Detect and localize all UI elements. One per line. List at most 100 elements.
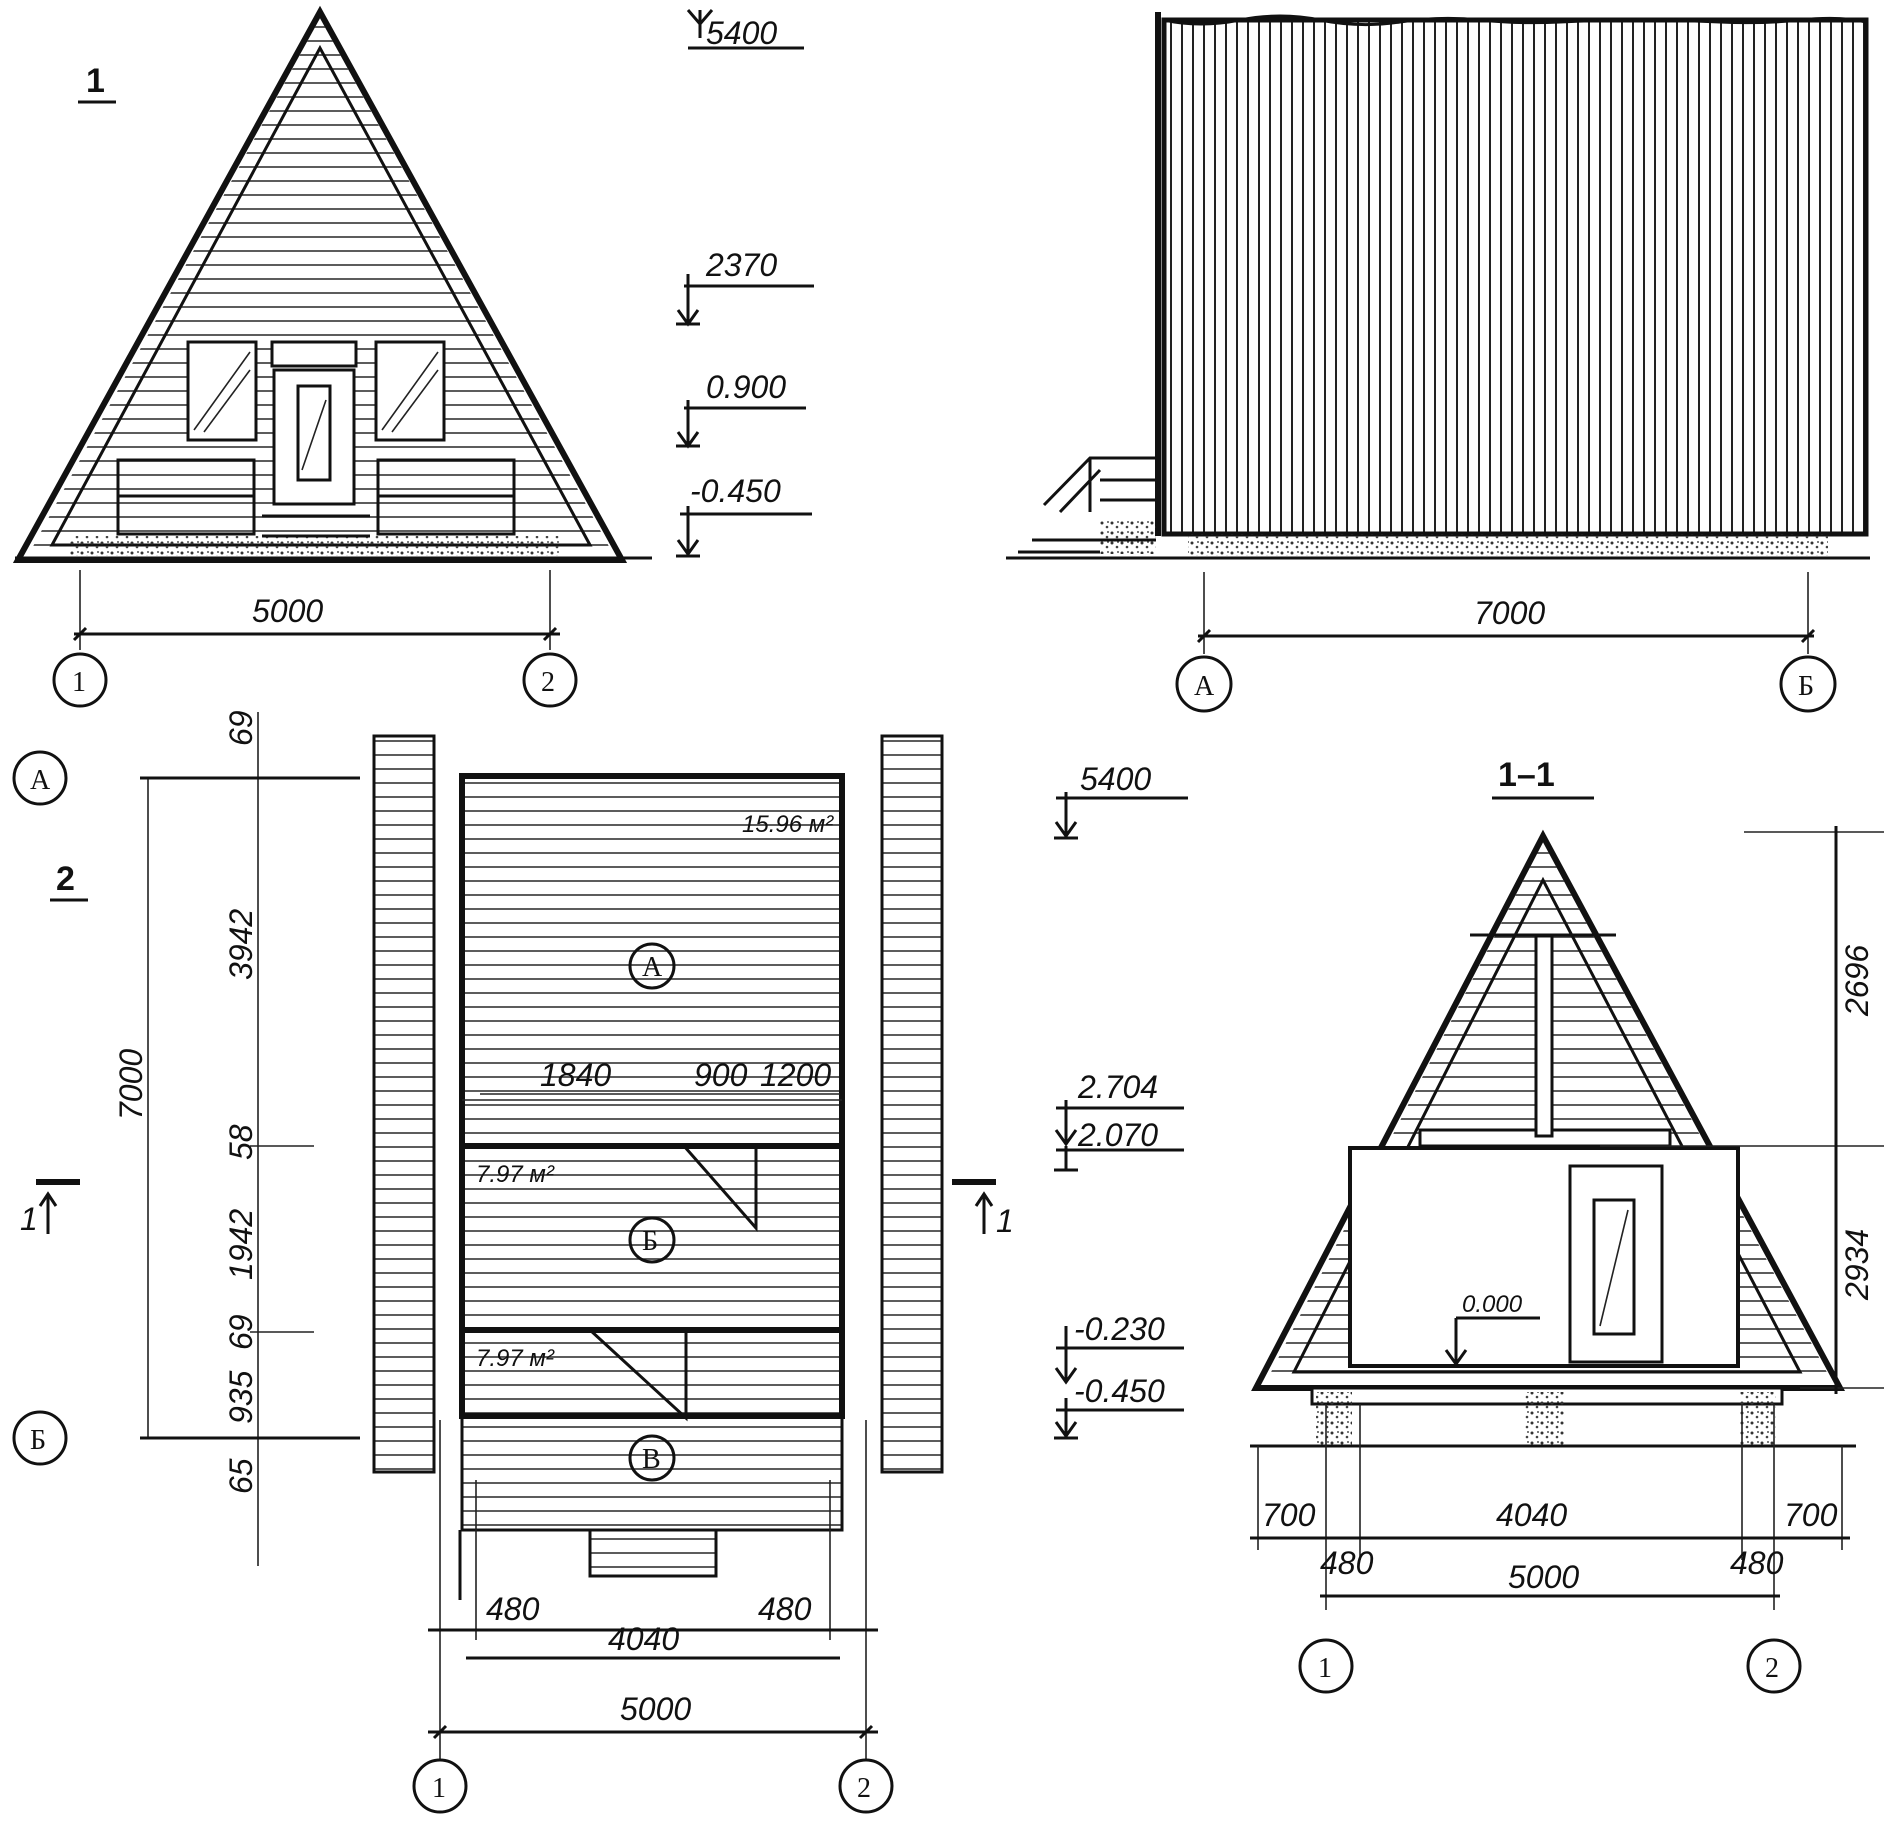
area-label-c: 7.97 м² [476,1345,555,1372]
svg-text:А: А [642,952,663,983]
section-pier-right [1740,1392,1776,1446]
plan-title: 2 [56,860,75,898]
section-bottom-dims: 700 4040 700 480 5000 480 [1250,1404,1850,1610]
svg-text:4040: 4040 [1496,1497,1567,1533]
side-roof-surface [1161,17,1869,537]
front-transom [270,340,358,368]
side-facade-view: 7000 А Б [1006,12,1870,713]
interior-dim-1200: 1200 [760,1057,831,1093]
section-title: 1–1 [1498,756,1555,794]
section-roof-inner [1291,876,1803,1374]
svg-text:4040: 4040 [608,1621,679,1657]
svg-text:5400: 5400 [1080,761,1151,797]
level-mark-5400: 5400 [686,9,804,51]
section-level-0000: 0.000 [1462,1291,1523,1318]
axis-marker-1: 1 [52,652,108,708]
front-roof-outline [12,5,628,563]
svg-text:5400: 5400 [706,15,777,51]
svg-text:2.704: 2.704 [1077,1069,1158,1105]
svg-text:65: 65 [223,1458,259,1494]
svg-text:1: 1 [72,667,86,698]
axis-marker-2-plan: 2 [838,1758,894,1814]
interior-dim-1840: 1840 [540,1057,611,1093]
svg-text:В: В [642,1444,661,1475]
svg-text:А: А [30,765,51,796]
facade-title: 1 [86,62,105,100]
interior-dim-900: 900 [694,1057,748,1093]
svg-text:1: 1 [20,1201,38,1237]
section-room-interior [1348,1146,1740,1368]
svg-text:5000: 5000 [1508,1559,1579,1595]
svg-text:-0.450: -0.450 [1074,1373,1165,1409]
svg-text:700: 700 [1262,1497,1316,1533]
front-plinth [70,536,560,556]
svg-text:Б: Б [642,1226,658,1257]
svg-text:2: 2 [541,667,555,698]
svg-text:69: 69 [223,710,259,746]
section-level-2704: 2.704 [1054,1069,1184,1147]
level-mark-minus0450: -0.450 [676,473,812,558]
room-marker-B: Б [628,1216,676,1264]
section-mark-left: 1 [20,1179,80,1237]
svg-text:3942: 3942 [223,909,259,980]
svg-text:700: 700 [1784,1497,1838,1533]
plan-roof-right [880,734,944,1474]
svg-text:Б: Б [30,1425,46,1456]
svg-text:Б: Б [1798,671,1814,702]
facade-width-dimension: 5000 [72,570,560,650]
plan-floor [459,773,845,1419]
section-level-5400: 5400 [1054,761,1188,840]
room-marker-V: В [628,1434,676,1482]
section-pier-left [1316,1392,1352,1446]
svg-text:2: 2 [1765,1653,1779,1684]
axis-marker-B-plan: Б [12,1410,68,1466]
axis-marker-A-plan: А [12,750,68,806]
plan-bottom-dims: 480 4040 480 5000 [428,1420,878,1760]
svg-text:1: 1 [432,1773,446,1804]
svg-text:5000: 5000 [620,1691,691,1727]
plan-door-swing-2 [588,1328,688,1422]
svg-text:1: 1 [1318,1653,1332,1684]
svg-text:935: 935 [223,1370,259,1424]
area-label-a: 15.96 м² [742,811,834,838]
svg-text:480: 480 [1730,1545,1784,1581]
svg-text:1: 1 [996,1203,1014,1239]
svg-text:480: 480 [758,1591,812,1627]
section-mark-right: 1 [952,1179,1014,1239]
section-right-dims: 2696 2934 [1600,826,1884,1394]
svg-text:2: 2 [857,1773,871,1804]
section-attic-post [1534,934,1554,1138]
svg-text:58: 58 [223,1124,259,1160]
section-level-2070: 2.070 [1054,1117,1184,1172]
plan-steps [588,1528,718,1578]
svg-text:480: 480 [1320,1545,1374,1581]
axis-marker-1-plan: 1 [412,1758,468,1814]
svg-text:480: 480 [486,1591,540,1627]
axis-marker-2-section: 2 [1746,1638,1802,1694]
axis-marker-A-side: А [1175,655,1233,713]
side-length-dimension: 7000 [1196,572,1816,654]
axis-marker-B-side: Б [1779,655,1837,713]
area-label-b: 7.97 м² [476,1161,555,1188]
svg-text:7000: 7000 [1474,595,1545,631]
plan-door-swing-1 [682,1145,758,1232]
svg-text:2.070: 2.070 [1077,1117,1158,1153]
section-level-minus0230: -0.230 [1054,1311,1184,1385]
section-level-minus0450: -0.450 [1054,1373,1184,1440]
floor-plan-view: 2 А Б В 15.96 м² 7.97 м² 7.97 м² [12,710,1014,1814]
svg-text:2934: 2934 [1839,1229,1875,1301]
section-1-1-view: 1–1 0.000 5400 2.704 [1054,756,1884,1694]
svg-text:2370: 2370 [705,247,777,283]
axis-marker-1-section: 1 [1298,1638,1354,1694]
svg-text:-0.230: -0.230 [1074,1311,1165,1347]
section-pier-mid [1524,1392,1564,1446]
plan-left-dims: 69 3942 58 1942 69 935 65 7000 [113,710,360,1566]
room-marker-A: А [628,942,676,990]
svg-text:А: А [1194,671,1215,702]
level-mark-0900: 0.900 [676,369,806,449]
side-roof-ridge [1163,14,1867,27]
axis-marker-2: 2 [522,652,578,708]
side-porch [1018,456,1156,554]
svg-text:1942: 1942 [223,1209,259,1280]
svg-text:69: 69 [223,1314,259,1350]
